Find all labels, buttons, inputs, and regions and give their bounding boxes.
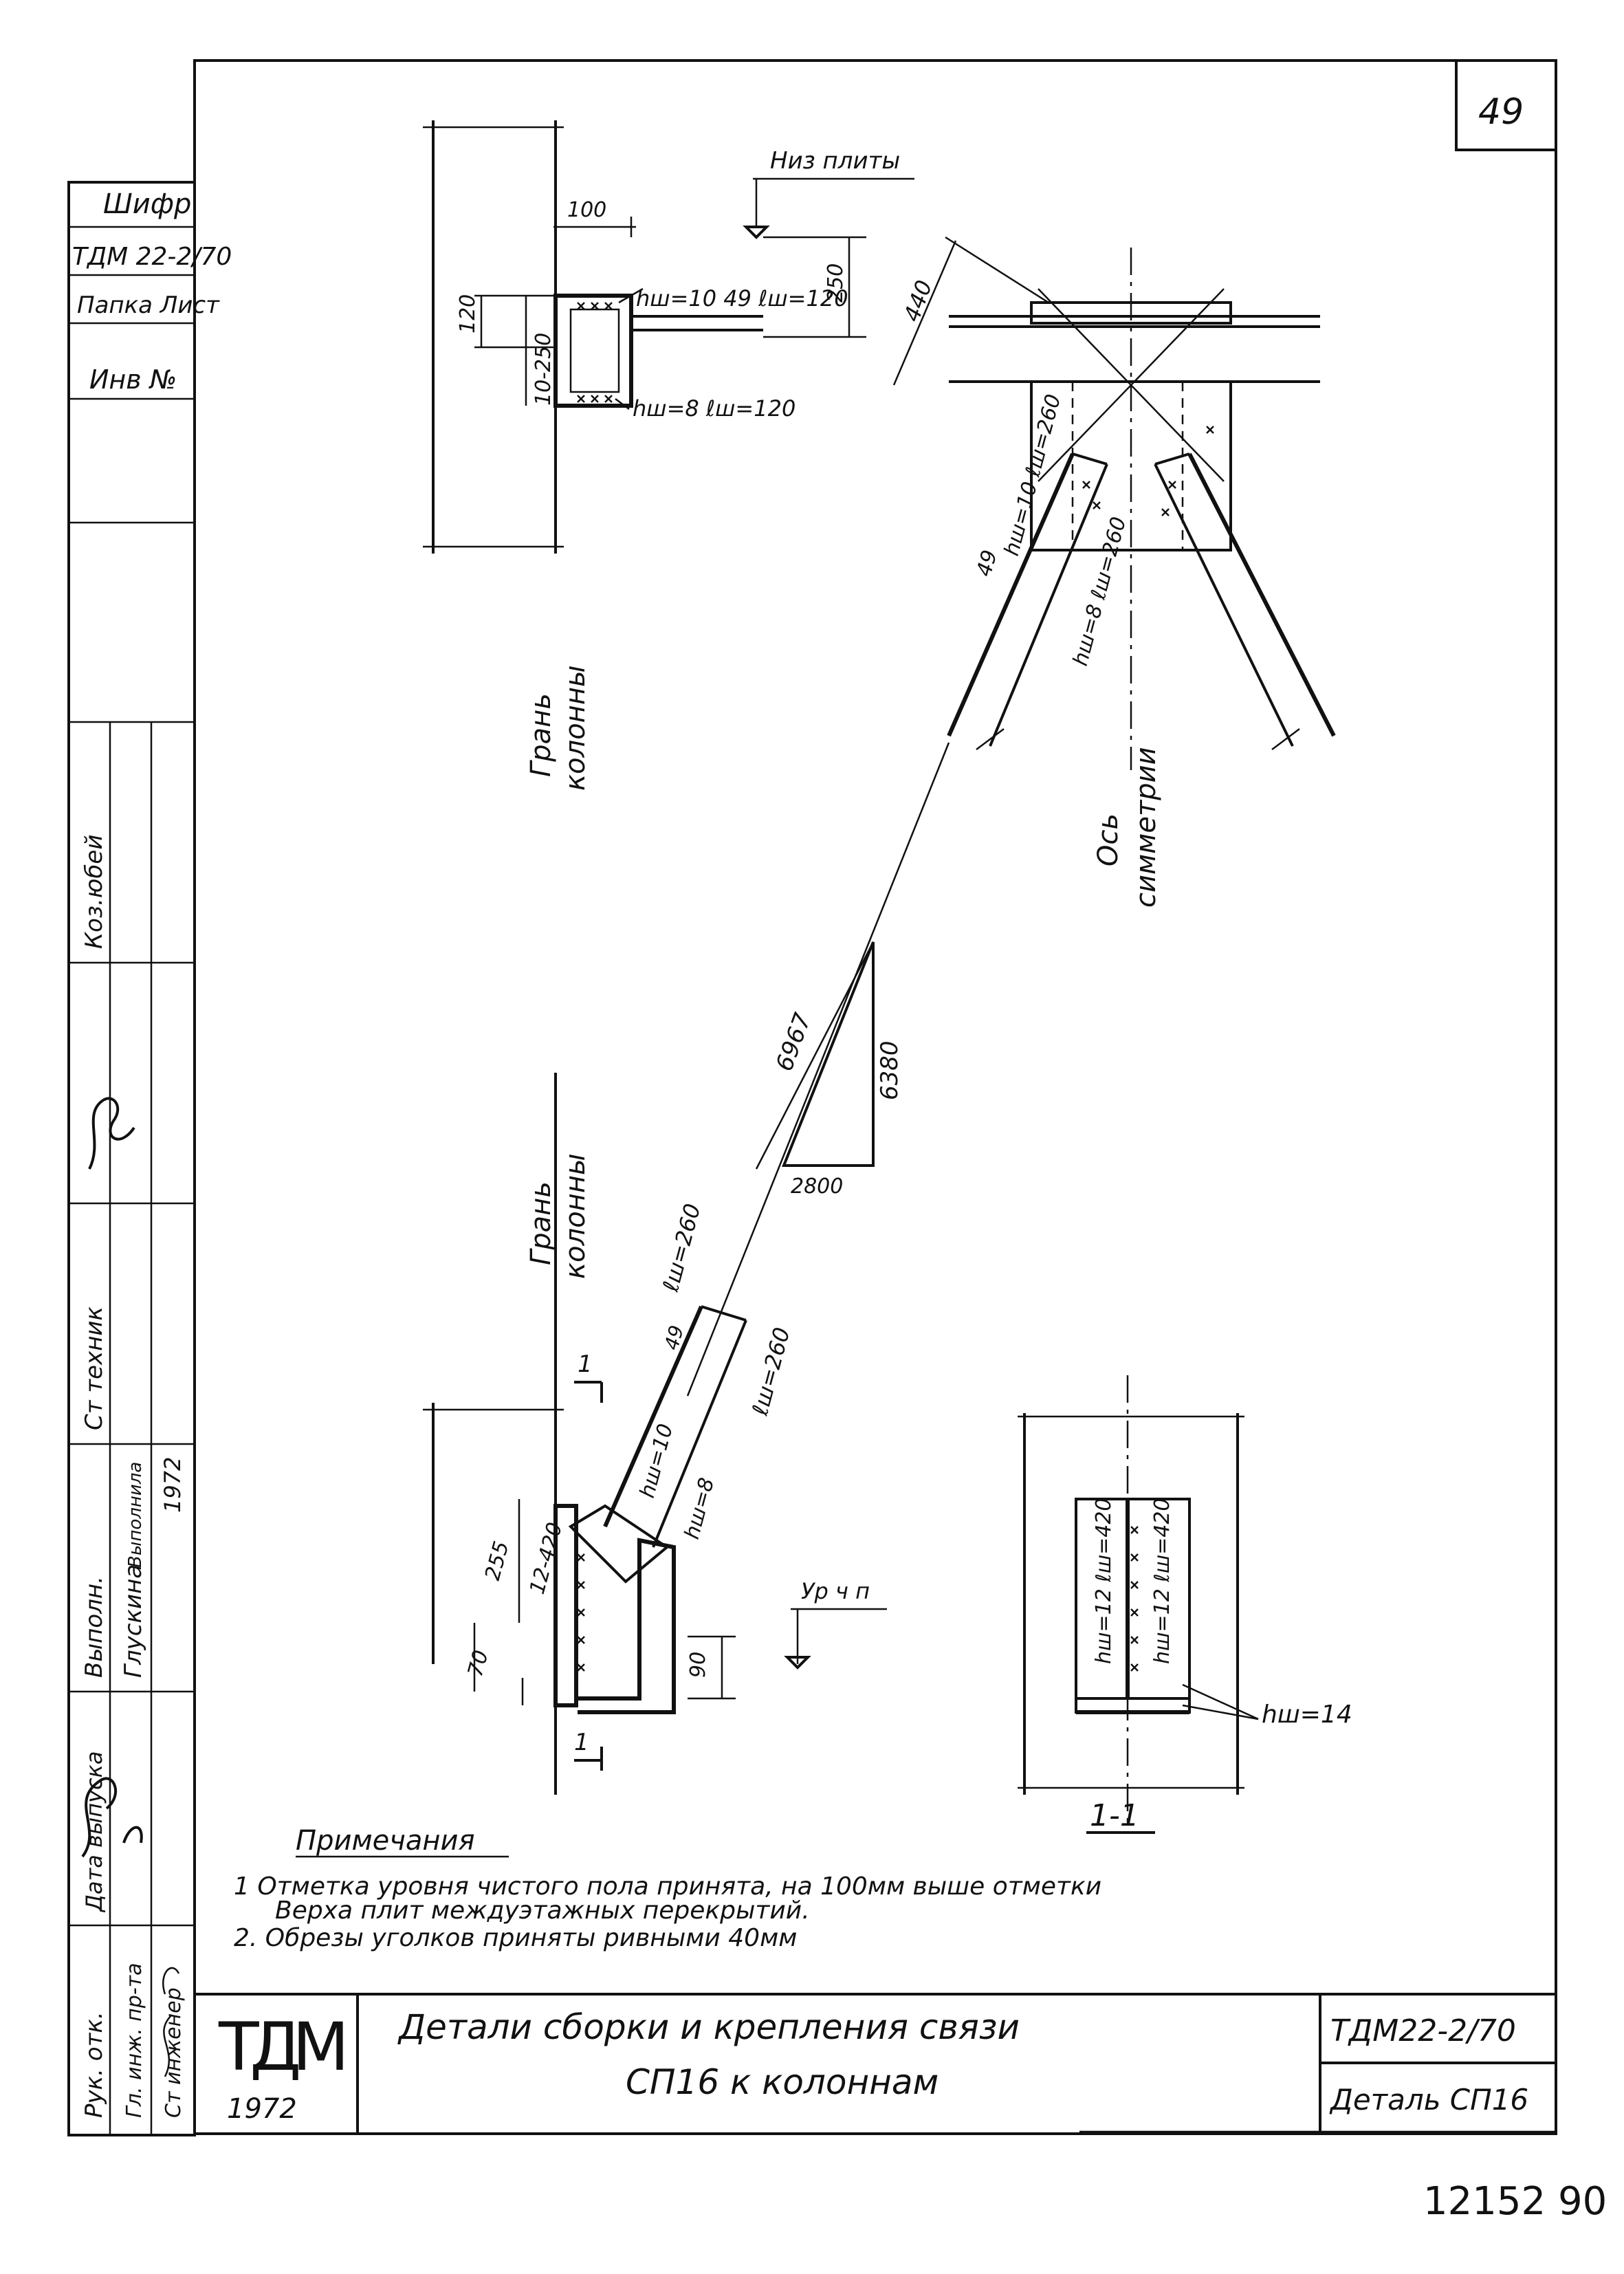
slope-run: 2800 xyxy=(791,1174,843,1199)
dim-90: 90 xyxy=(686,1652,710,1678)
section-weld-left: hш=12 ℓш=420 xyxy=(1092,1498,1116,1664)
axis-label-2: симметрии xyxy=(1130,747,1162,908)
stamp-name-3: Выполн. xyxy=(80,1576,108,1678)
dim-100: 100 xyxy=(567,198,606,222)
face-label-bottom-1: Грань xyxy=(525,1181,557,1265)
stamp-role-4: Дата выпуска xyxy=(81,1751,107,1913)
stamp-role-1: Рук. отк. xyxy=(80,2011,108,2118)
stamp-name-2: Ст техник xyxy=(80,1306,108,1430)
detail-name: Деталь СП16 xyxy=(1329,2083,1528,2117)
section-title: 1-1 xyxy=(1090,1798,1139,1833)
axis-label-1: Ось xyxy=(1093,813,1124,866)
face-label-top-1: Грань xyxy=(525,693,557,777)
bottom-weld-h10: hш=10 xyxy=(635,1421,678,1500)
title-block xyxy=(195,1993,1556,2134)
slope-rise: 6380 xyxy=(876,1040,903,1100)
top-left-detail xyxy=(423,120,914,554)
logo-year: 1972 xyxy=(227,2093,297,2125)
apex-weld-left: hш=10 ℓш=260 xyxy=(1000,392,1066,558)
stamp-sub-2: 1972 xyxy=(160,1457,186,1513)
bottom-left-detail xyxy=(423,1073,887,1795)
section-1-1 xyxy=(1018,1375,1259,1834)
section-weld-base: hш=14 xyxy=(1262,1701,1352,1729)
apex-angle-49: 49 xyxy=(972,547,1002,579)
stamp-role-2: Гл. инж. пр-та xyxy=(122,1963,146,2118)
stamp-code: ТДМ 22-2/70 xyxy=(72,243,232,271)
title-line-1: Детали сборки и крепления связи xyxy=(397,2007,1020,2047)
stamp-sub-1: Выполнила xyxy=(125,1462,146,1568)
note-1: 1 Отметка уровня чистого пола принята, н… xyxy=(234,1872,1101,1901)
footer-numbers: 12152 90 xyxy=(1423,2179,1607,2224)
bottom-weld-right: ℓш=260 xyxy=(747,1324,795,1419)
bottom-weld-top: ℓш=260 xyxy=(657,1201,706,1295)
dim-10-250: 10-250 xyxy=(531,333,556,406)
dim-120: 120 xyxy=(456,294,480,334)
face-label-bottom-2: колонны xyxy=(560,1153,591,1279)
section-mark-top: 1 xyxy=(578,1351,593,1378)
stamp-role-3: Ст инженер xyxy=(162,1987,186,2118)
side-stamp xyxy=(67,181,196,2136)
weld-upper: hш=10 49 ℓш=120 xyxy=(636,285,848,311)
section-mark-bottom: 1 xyxy=(574,1729,589,1756)
stamp-name-4: Глускина xyxy=(120,1564,147,1678)
dim-250: 250 xyxy=(824,263,848,303)
label-slab-bottom: Низ плиты xyxy=(770,147,900,175)
page-number-box xyxy=(1455,59,1557,151)
weld-lower: hш=8 ℓш=120 xyxy=(633,395,795,422)
floor-level: Ур ч п xyxy=(801,1578,870,1604)
bottom-weld-h8: hш=8 xyxy=(680,1475,719,1542)
logo: ТДМ xyxy=(218,2009,349,2086)
dim-12-420: 12-420 xyxy=(525,1520,567,1597)
sheet-frame xyxy=(193,59,1557,2135)
stamp-roles: Рук. отк. Гл. инж. пр-та Ст инженер Дата… xyxy=(80,835,186,2118)
face-label-top-2: колонны xyxy=(560,665,591,791)
note-2: 2. Обрезы уголков приняты ривными 40мм xyxy=(234,1924,797,1952)
title-line-2: СП16 к колоннам xyxy=(626,2062,939,2102)
apex-detail xyxy=(892,236,1336,770)
stamp-signatures xyxy=(81,1097,180,2077)
stamp-inv-no: Инв № xyxy=(89,364,177,395)
slope-triangle xyxy=(686,742,950,1397)
dim-70: 70 xyxy=(463,1648,494,1679)
page-number: 49 xyxy=(1478,91,1524,133)
apex-dim-440: 440 xyxy=(899,276,938,325)
stamp-name-1: Коз.юбей xyxy=(80,835,108,949)
notes-heading: Примечания xyxy=(296,1825,475,1857)
stamp-album-sheet: Папка Лист xyxy=(77,292,220,319)
stamp-cipher: Шифр xyxy=(103,188,191,220)
sheet-code: ТДМ22-2/70 xyxy=(1330,2013,1516,2048)
note-1-cont: Верха плит междуэтажных перекрытий. xyxy=(275,1896,810,1925)
dim-255: 255 xyxy=(481,1539,514,1583)
section-weld-right: hш=12 ℓш=420 xyxy=(1150,1498,1174,1664)
